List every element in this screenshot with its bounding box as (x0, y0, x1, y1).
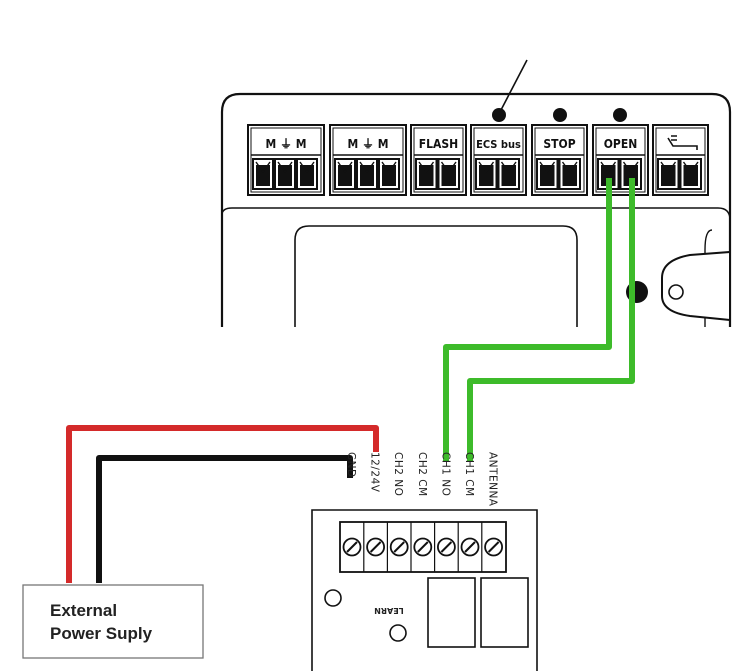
controller-terminal-blocks: M ⏚ M M ⏚ M FLASH ECS bus STOP OPEN (247, 124, 709, 196)
receiver-terminal-strip (339, 521, 507, 573)
wire-ground (96, 455, 353, 583)
terminal-label: M ⏚ M (265, 137, 306, 151)
receiver-terminal-label: GND (345, 452, 357, 478)
receiver-terminal-label: CH2 NO (392, 452, 404, 496)
wire-positive (66, 425, 379, 583)
terminal-block-6: OPEN (592, 124, 649, 196)
terminal-block-7 (652, 124, 709, 196)
relay-ch1 (480, 577, 529, 648)
terminal-pin (475, 158, 498, 190)
controller-board (220, 59, 732, 327)
receiver-terminal-label: CH2 CM (416, 452, 428, 497)
external-power-supply: External Power Suply (22, 584, 204, 659)
receiver-terminal-label: CH1 NO (439, 452, 451, 496)
psu-label-line1: External (50, 601, 117, 620)
screw-terminal (389, 537, 409, 557)
terminal-pin (252, 158, 274, 190)
terminal-pin (619, 158, 642, 190)
terminal-block-4: ECS bus (470, 124, 527, 196)
led-ecs (492, 108, 506, 122)
terminal-block-1: M ⏚ M (247, 124, 325, 196)
latch-tab (661, 250, 731, 322)
terminal-pin (274, 158, 296, 190)
terminal-block-2: M ⏚ M (329, 124, 407, 196)
terminal-pin (536, 158, 559, 190)
relay-ch2 (427, 577, 476, 648)
switch-icon (667, 135, 698, 150)
terminal-label: OPEN (604, 137, 638, 151)
terminal-pin (657, 158, 680, 190)
screw-terminal (484, 537, 504, 557)
terminal-block-3: FLASH (410, 124, 467, 196)
led-open (613, 108, 627, 122)
screw-terminal (460, 537, 480, 557)
terminal-label: STOP (543, 137, 575, 151)
learn-label: LEARN (374, 606, 404, 615)
receiver-terminal-label: CH1 CM (463, 452, 475, 497)
psu-label-line2: Power Suply (50, 624, 153, 643)
terminal-pin (378, 158, 400, 190)
terminal-label: ECS bus (476, 138, 521, 151)
terminal-pin (296, 158, 318, 190)
screw-terminal (436, 537, 456, 557)
terminal-pin (679, 158, 702, 190)
receiver-module (311, 509, 538, 671)
learn-button (389, 624, 407, 642)
led-stop (553, 108, 567, 122)
signal-wires (443, 178, 635, 462)
terminal-label: M ⏚ M (347, 137, 388, 151)
receiver-terminal-label: 12/24V (369, 452, 381, 493)
screw-terminal (342, 537, 362, 557)
wire-ch1-cm (467, 178, 635, 462)
pointer-line (500, 59, 528, 111)
terminal-label: FLASH (419, 137, 458, 151)
receiver-terminal-label: ANTENNA (487, 452, 499, 507)
terminal-pin (334, 158, 356, 190)
receiver-terminal-labels: GND 12/24V CH2 NO CH2 CM CH1 NO CH1 CM ANTENNA (345, 452, 499, 507)
screw-terminal (366, 537, 386, 557)
terminal-pin (558, 158, 581, 190)
terminal-pin (497, 158, 520, 190)
terminal-pin (356, 158, 378, 190)
screw-terminal (413, 537, 433, 557)
latch-hole (668, 284, 684, 300)
receiver-screws (342, 522, 504, 572)
terminal-pin (437, 158, 460, 190)
terminal-block-5: STOP (531, 124, 588, 196)
power-wires (66, 425, 379, 583)
terminal-pin (415, 158, 438, 190)
wire-ch1-no (443, 178, 612, 462)
receiver-mount-hole (324, 589, 342, 607)
